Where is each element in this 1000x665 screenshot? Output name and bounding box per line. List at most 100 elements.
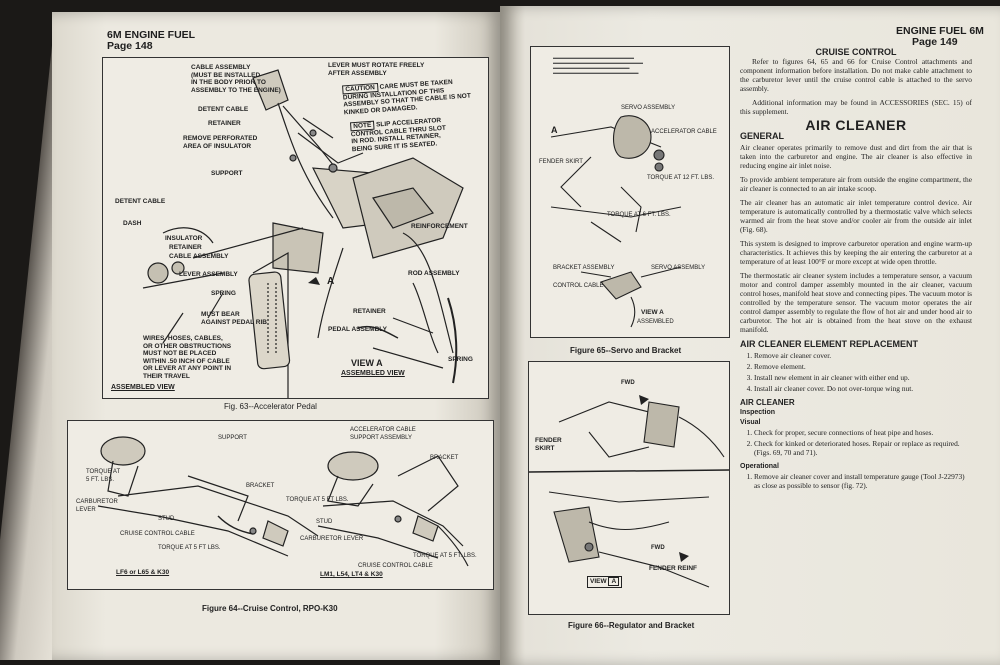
figure-66-caption: Figure 66--Regulator and Bracket <box>568 621 695 630</box>
figure-64-cruise-control: SUPPORT ACCELERATOR CABLE SUPPORT ASSEMB… <box>67 420 494 590</box>
element-replacement-steps: Remove air cleaner cover. Remove element… <box>740 351 972 393</box>
callout-carburetor-lever-left: CARBURETOR LEVER <box>76 499 118 513</box>
view-box-66: VIEW A <box>587 576 623 588</box>
engines-left-label: LF6 or L65 & K30 <box>116 569 170 576</box>
callout-retainer-left: RETAINER <box>169 244 202 251</box>
callout-lever-rotate: LEVER MUST ROTATE FREELY AFTER ASSEMBLY <box>328 62 425 77</box>
element-replacement-heading: AIR CLEANER ELEMENT REPLACEMENT <box>740 339 919 349</box>
element-step: Remove element. <box>754 362 972 371</box>
view-marker-a: A <box>327 276 335 287</box>
callout-cruise-cable-right: CRUISE CONTROL CABLE <box>358 563 433 569</box>
visual-step: Check for proper, secure connections of … <box>754 428 972 437</box>
text-column: CRUISE CONTROL Refer to figures 64, 65 a… <box>740 48 972 495</box>
element-step: Install air cleaner cover. Do not over-t… <box>754 384 972 393</box>
view-66-label: VIEW <box>590 578 607 585</box>
view-66-letter: A <box>608 577 620 586</box>
callout-servo-assembly: SERVO ASSEMBLY <box>621 105 676 111</box>
callout-support-64: SUPPORT <box>218 435 247 441</box>
callout-torque-6: TORQUE AT 6 FT. LBS. <box>607 212 671 218</box>
callout-control-cable: CONTROL CABLE <box>553 283 604 289</box>
figure-65-servo-bracket: ▬▬▬▬▬▬▬▬▬▬▬▬▬▬▬▬▬▬ ▬▬▬▬▬▬▬▬▬▬▬▬▬▬▬▬▬▬▬▬ … <box>530 46 730 338</box>
right-page: ENGINE FUEL 6M Page 149 ▬▬ <box>500 6 1000 665</box>
air-cleaner-heading: AIR CLEANER <box>805 117 907 133</box>
view-a-65: VIEW A <box>641 309 664 316</box>
visual-steps: Check for proper, secure connections of … <box>740 428 972 457</box>
callout-support: SUPPORT <box>211 170 243 177</box>
callout-cable-assembly-left: CABLE ASSEMBLY <box>169 253 229 260</box>
callout-detent-cable-left: DETENT CABLE <box>115 198 166 205</box>
callout-wires-warning: WIRES, HOSES, CABLES, OR OTHER OBSTRUCTI… <box>143 335 232 380</box>
callout-fender-skirt-65: FENDER SKIRT <box>539 159 583 165</box>
callout-spring-right: SPRING <box>448 356 473 363</box>
callout-bracket-mid: BRACKET <box>246 483 275 489</box>
callout-spring-left: SPRING <box>211 290 236 297</box>
operational-step: Remove air cleaner cover and install tem… <box>754 472 972 490</box>
assembled-view-label: ASSEMBLED VIEW <box>111 384 175 391</box>
figure-63-accelerator-pedal: CABLE ASSEMBLY (MUST BE INSTALLED IN THE… <box>102 57 489 399</box>
general-paragraph-3: The air cleaner has an automatic air inl… <box>740 198 972 234</box>
callout-stud-mid: STUD <box>316 519 333 525</box>
view-marker-65: A <box>551 125 558 135</box>
visual-step: Check for kinked or deteriorated hoses. … <box>754 439 972 457</box>
callout-torque-5-bottom: TORQUE AT 5 FT LBS. <box>158 545 221 551</box>
callout-must-bear: MUST BEAR AGAINST PEDAL RIB <box>201 311 267 326</box>
callout-retainer-right: RETAINER <box>353 308 386 315</box>
left-header-page: Page 148 <box>107 40 153 52</box>
callout-reinforcement: REINFORCEMENT <box>411 223 468 230</box>
general-paragraph-1: Air cleaner operates primarily to remove… <box>740 143 972 170</box>
callout-torque-5-left: TORQUE AT 5 FT. LBS. <box>86 469 121 483</box>
visual-heading: Visual <box>740 419 761 426</box>
figure-66-regulator-bracket: FWD FENDER SKIRT FWD FENDER REINF VIEW A <box>528 361 730 615</box>
general-heading: GENERAL <box>740 131 785 141</box>
callout-bracket-right: BRACKET <box>430 455 459 461</box>
general-paragraph-5: The thermostatic air cleaner system incl… <box>740 271 973 334</box>
engines-right-label: LM1, L54, LT4 & K30 <box>320 571 383 578</box>
figure-63-caption: Fig. 63--Accelerator Pedal <box>224 402 317 411</box>
inspection-heading: Inspection <box>740 409 776 416</box>
cruise-paragraph-1: Refer to figures 64, 65 and 66 for Cruis… <box>740 57 972 93</box>
callout-fwd-top: FWD <box>621 380 635 386</box>
right-header-page: Page 149 <box>912 36 958 48</box>
callout-fender-reinf: FENDER REINF <box>649 565 698 572</box>
regulator-bracket-drawing <box>529 395 729 588</box>
inspection-air-cleaner-heading: AIR CLEANER <box>740 398 795 407</box>
callout-lever-assembly: LEVER ASSEMBLY <box>179 271 238 278</box>
right-header-section: ENGINE FUEL 6M <box>896 25 984 37</box>
callout-torque-5-right: TORQUE AT 5 FT. LBS. <box>413 553 477 559</box>
callout-remove-insulator: REMOVE PERFORATED AREA OF INSULATOR <box>183 135 258 150</box>
callout-bracket-assembly: BRACKET ASSEMBLY <box>553 265 615 271</box>
callout-stud-left: STUD <box>158 516 175 522</box>
callout-accel-cable-support: ACCELERATOR CABLE SUPPORT ASSEMBLY <box>350 427 416 441</box>
left-page: 6M ENGINE FUEL Page 148 <box>52 12 502 660</box>
callout-servo-assembly-2: SERVO ASSEMBLY <box>651 265 706 271</box>
callout-retainer-top: RETAINER <box>208 120 241 127</box>
element-step: Remove air cleaner cover. <box>754 351 972 360</box>
callout-fender-skirt-66: FENDER SKIRT <box>535 437 562 452</box>
accelerator-pedal-drawing <box>142 69 464 398</box>
cruise-paragraph-2: Additional information may be found in A… <box>740 98 972 116</box>
general-paragraph-4: This system is designed to improve carbu… <box>740 239 972 266</box>
view-a-65-sub: ASSEMBLED <box>637 319 674 325</box>
callout-torque-5-mid: TORQUE AT 5 FT LBS. <box>286 497 349 503</box>
general-paragraph-2: To provide ambient temperature air from … <box>740 175 972 193</box>
operational-heading: Operational <box>740 463 779 470</box>
operational-steps: Remove air cleaner cover and install tem… <box>740 472 972 490</box>
callout-cable-assembly-body: CABLE ASSEMBLY (MUST BE INSTALLED IN THE… <box>191 64 281 94</box>
callout-throttle-cable: ACCELERATOR CABLE <box>651 129 717 135</box>
figure-65-caption: Figure 65--Servo and Bracket <box>570 346 682 355</box>
servo-bracket-drawing <box>550 115 682 328</box>
callout-rod-assembly: ROD ASSEMBLY <box>408 270 460 277</box>
callout-carburetor-lever-mid: CARBURETOR LEVER <box>300 536 364 542</box>
callout-dash: DASH <box>123 220 142 227</box>
figure-64-caption: Figure 64--Cruise Control, RPO-K30 <box>202 604 338 613</box>
view-a-assembled-label: ASSEMBLED VIEW <box>341 370 405 377</box>
left-header-section: 6M ENGINE FUEL <box>107 29 196 41</box>
cruise-control-heading: CRUISE CONTROL <box>815 47 897 57</box>
callout-cruise-cable-left: CRUISE CONTROL CABLE <box>120 531 195 537</box>
element-step: Install new element in air cleaner with … <box>754 373 972 382</box>
cruise-control-drawing <box>97 436 469 567</box>
callout-pedal-assembly: PEDAL ASSEMBLY <box>328 326 387 333</box>
callout-torque-12: TORQUE AT 12 FT. LBS. <box>647 175 715 181</box>
callout-fwd-bottom: FWD <box>651 545 665 551</box>
